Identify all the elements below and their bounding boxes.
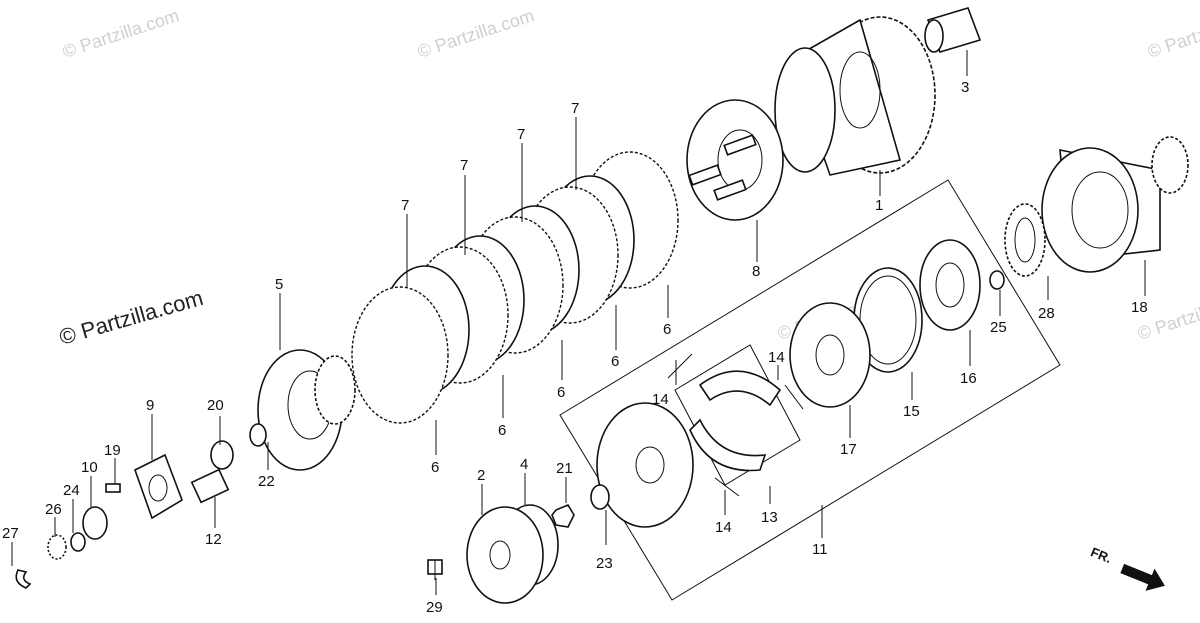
callout-7: 7: [401, 197, 409, 214]
part-1-clutch-outer: [774, 16, 936, 176]
callout-20: 20: [207, 397, 224, 414]
callout-19: 19: [104, 442, 121, 459]
callout-29: 29: [426, 599, 443, 616]
callout-16: 16: [960, 370, 977, 387]
callout-6: 6: [431, 459, 439, 476]
part-20-12-springs: [190, 440, 234, 504]
part-23-washer: [590, 484, 610, 510]
part-13-clutch-shoes: [674, 344, 801, 486]
part-19-bolt: [105, 483, 121, 493]
callout-3: 3: [961, 79, 969, 96]
callout-12: 12: [205, 531, 222, 548]
callout-6: 6: [611, 353, 619, 370]
clutch-plate-stack: [351, 151, 679, 424]
callout-6: 6: [498, 422, 506, 439]
part-11-drum: [596, 402, 694, 528]
callout-15: 15: [903, 403, 920, 420]
part-8-drive-plate: [686, 99, 784, 221]
part-16-plate: [919, 239, 981, 331]
part-21-nut: [551, 503, 575, 528]
callout-26: 26: [45, 501, 62, 518]
callout-14: 14: [715, 519, 732, 536]
callout-2: 2: [477, 467, 485, 484]
callout-4: 4: [520, 456, 528, 473]
assembly-box: [559, 179, 1061, 601]
callout-10: 10: [81, 459, 98, 476]
callout-6: 6: [557, 384, 565, 401]
callout-5: 5: [275, 276, 283, 293]
callout-23: 23: [596, 555, 613, 572]
part-25-clip: [989, 270, 1005, 290]
callout-24: 24: [63, 482, 80, 499]
callout-7: 7: [571, 100, 579, 117]
front-direction-indicator: FR.: [1089, 544, 1165, 591]
callout-28: 28: [1038, 305, 1055, 322]
callout-9: 9: [146, 397, 154, 414]
callout-14: 14: [768, 349, 785, 366]
part-9-lifter-plate: [134, 453, 183, 520]
watermark: © Partzilla.com: [415, 5, 537, 62]
callout-14: 14: [652, 391, 669, 408]
callout-8: 8: [752, 263, 760, 280]
callout-21: 21: [556, 460, 573, 477]
part-10-bearing: [82, 506, 108, 540]
part-3-bushing: [924, 7, 982, 53]
callout-27: 27: [2, 525, 19, 542]
callout-18: 18: [1131, 299, 1148, 316]
callout-17: 17: [840, 441, 857, 458]
part-28-bearing: [1004, 203, 1046, 277]
callout-7: 7: [460, 157, 468, 174]
callout-6: 6: [663, 321, 671, 338]
callout-13: 13: [761, 509, 778, 526]
part-18-drive-gear: [1041, 136, 1189, 273]
part-22-washer: [249, 423, 267, 447]
callout-1: 1: [875, 197, 883, 214]
leader-lines: [11, 50, 1146, 595]
watermark: © Partzilla.com: [60, 5, 182, 62]
callout-labels: 3 1 8 18 28 25 16 15 17 13 11 5 7 7 7 7 …: [2, 79, 1148, 616]
part-2-cover: [466, 506, 544, 604]
front-label: FR.: [1089, 544, 1114, 566]
callout-22: 22: [258, 473, 275, 490]
part-24-washer: [70, 532, 86, 552]
part-29-bolt: [427, 559, 443, 580]
arrow-icon: [1120, 563, 1165, 591]
callout-11: 11: [812, 541, 828, 558]
callout-25: 25: [990, 319, 1007, 336]
part-14-springs: [667, 353, 804, 497]
part-27-circlip: [15, 569, 32, 589]
watermark: © Partzilla.com: [1145, 5, 1200, 62]
part-17-plate: [789, 302, 871, 408]
part-5-pressure-plate: [257, 349, 356, 471]
watermark-main: © Partzilla.com: [56, 285, 205, 350]
callout-7: 7: [517, 126, 525, 143]
part-26-bearing: [47, 534, 67, 560]
